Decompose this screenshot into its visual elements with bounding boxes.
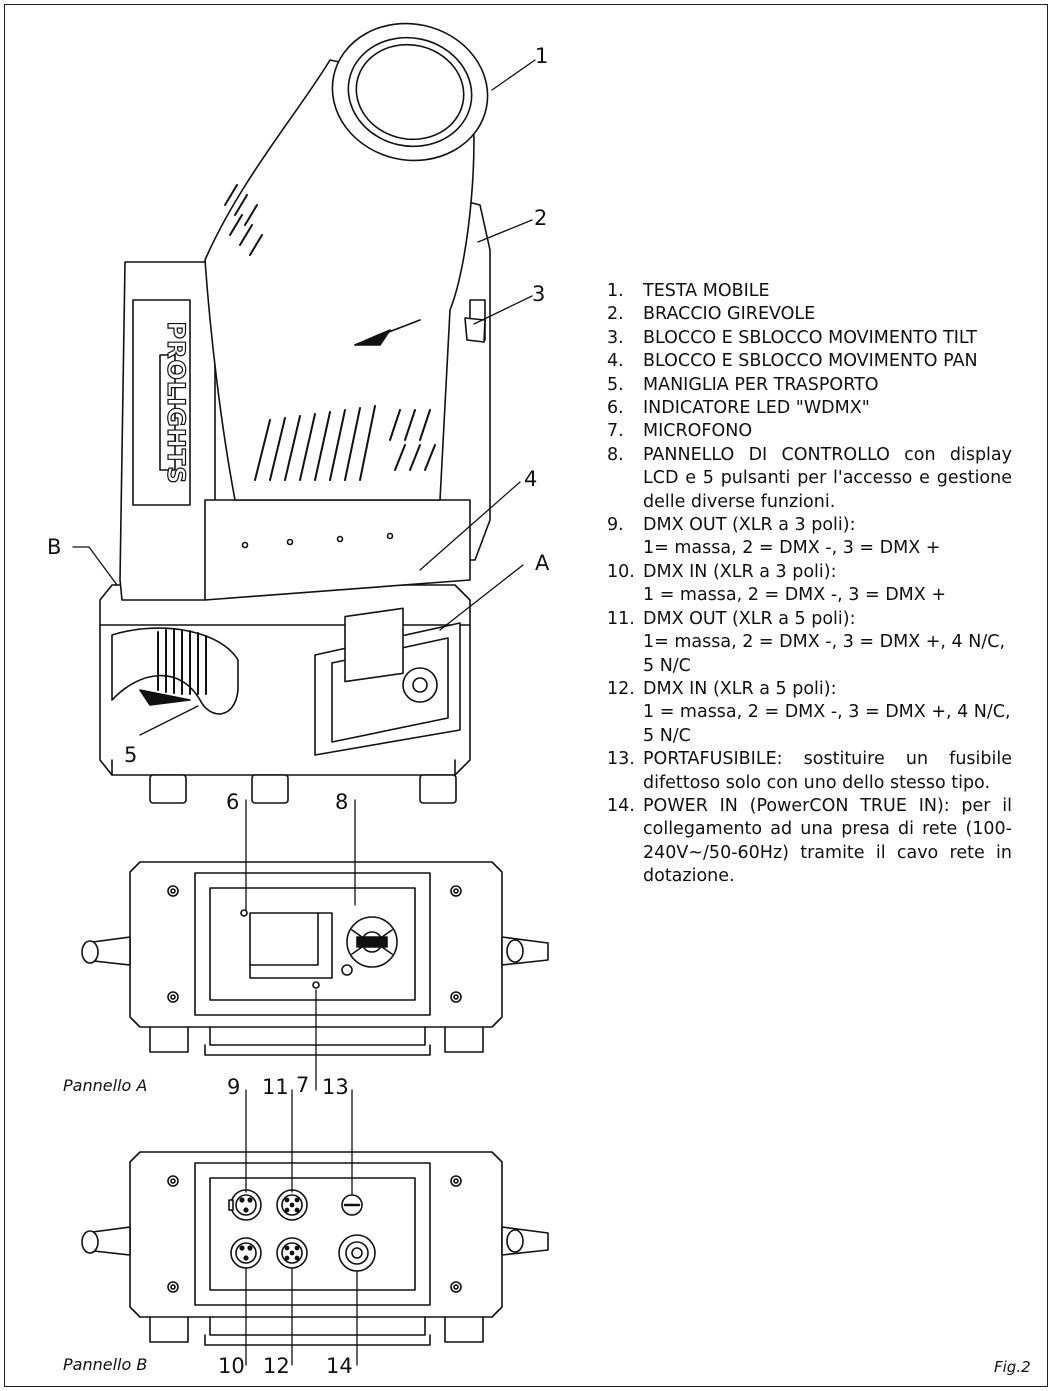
callout-6: 6	[226, 790, 240, 814]
callout-10: 10	[218, 1354, 245, 1378]
legend-item: 13.PORTAFUSIBILE: sostituire un fusibile…	[607, 749, 1012, 793]
callout-3: 3	[532, 282, 546, 306]
legend-item: 11.DMX OUT (XLR a 5 poli):1= massa, 2 = …	[607, 608, 1006, 676]
legend-item: 4.BLOCCO E SBLOCCO MOVIMENTO PAN	[607, 351, 978, 372]
figure-frame	[4, 4, 1048, 1387]
callout-1: 1	[535, 44, 549, 68]
legend-item: 3.BLOCCO E SBLOCCO MOVIMENTO TILT	[607, 327, 977, 348]
base-foot-left	[149, 774, 187, 804]
microphone	[312, 981, 320, 989]
legend-list: 1.TESTA MOBILE 2.BRACCIO GIREVOLE 3.BLOC…	[607, 280, 1012, 889]
powercon-in	[338, 1234, 376, 1272]
base-button-ring	[402, 667, 438, 703]
callout-a: A	[535, 551, 550, 575]
callout-13: 13	[322, 1075, 349, 1099]
callout-2: 2	[534, 206, 548, 230]
base-foot-right	[419, 774, 457, 804]
moving-head-drawing	[99, 22, 491, 804]
base-lcd	[344, 607, 404, 683]
callout-leaders-panel-b	[245, 1089, 358, 1366]
legend-item: 9.DMX OUT (XLR a 3 poli):1= massa, 2 = D…	[607, 515, 941, 559]
callout-leaders-top	[72, 59, 536, 736]
legend-item: 5.MANIGLIA PER TRASPORTO	[607, 374, 879, 395]
panel-a-caption: Pannello A	[63, 1076, 148, 1095]
panel-b-drawing	[81, 1151, 549, 1346]
tilt-lock	[464, 317, 486, 343]
panel-b-caption: Pannello B	[63, 1355, 148, 1374]
callout-8: 8	[335, 790, 349, 814]
callout-12: 12	[263, 1354, 290, 1378]
callout-b: B	[47, 535, 62, 559]
base-foot-mid	[251, 774, 289, 804]
callout-9: 9	[227, 1075, 241, 1099]
callout-7: 7	[296, 1073, 310, 1097]
legend-item: 12.DMX IN (XLR a 5 poli):1 = massa, 2 = …	[607, 678, 1011, 746]
wdmx-led	[240, 909, 248, 917]
callout-leaders-panel-a	[245, 799, 356, 1091]
legend-item: 7.MICROFONO	[607, 421, 753, 442]
head-lens-inner	[347, 36, 473, 148]
legend-item: 6.INDICATORE LED "WDMX"	[607, 398, 870, 419]
legend-item: 2.BRACCIO GIREVOLE	[607, 304, 816, 325]
callout-14: 14	[326, 1354, 353, 1378]
head-body	[204, 59, 475, 501]
callout-11: 11	[262, 1075, 289, 1099]
callout-5: 5	[124, 743, 138, 767]
lcd-display	[249, 912, 333, 979]
figure-label: Fig.2	[994, 1358, 1031, 1376]
panel-a-drawing	[81, 861, 549, 1056]
legend-item: 1.TESTA MOBILE	[607, 281, 770, 301]
callout-4: 4	[524, 467, 538, 491]
legend-item: 14.POWER IN (PowerCON TRUE IN): per il c…	[607, 795, 1012, 887]
legend-item: 10.DMX IN (XLR a 3 poli):1 = massa, 2 = …	[607, 561, 946, 606]
prolights-logo: PROLIGHTS	[161, 321, 190, 485]
legend-item: 8.PANNELLO DI CONTROLLO con display LCD …	[607, 444, 1012, 512]
